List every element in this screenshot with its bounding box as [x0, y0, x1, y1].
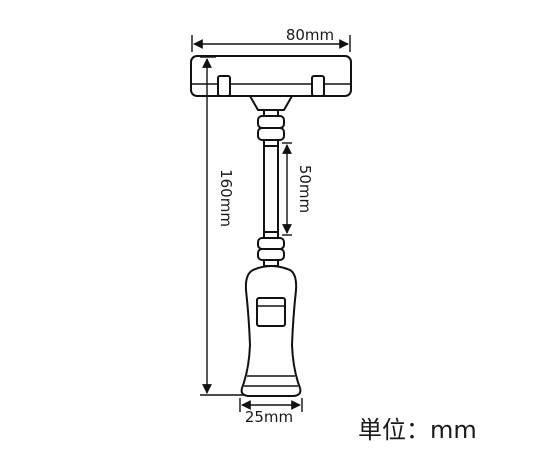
dimension-top-width: 80mm	[191, 26, 351, 52]
dimension-total-height: 160mm	[200, 56, 244, 396]
dimension-clip-width: 25mm	[239, 398, 303, 426]
bottom-clip	[240, 265, 302, 397]
clamp-head	[190, 55, 352, 111]
dimension-pole-length: 50mm	[282, 142, 314, 236]
upper-joint	[257, 109, 285, 147]
lower-joint	[257, 231, 285, 267]
label-height-total: 160mm	[217, 169, 235, 227]
label-width-top: 80mm	[286, 26, 334, 44]
pole	[263, 145, 279, 233]
unit-label: 単位：mm	[358, 416, 477, 444]
label-width-clip: 25mm	[245, 408, 293, 426]
label-pole-length: 50mm	[296, 165, 314, 213]
